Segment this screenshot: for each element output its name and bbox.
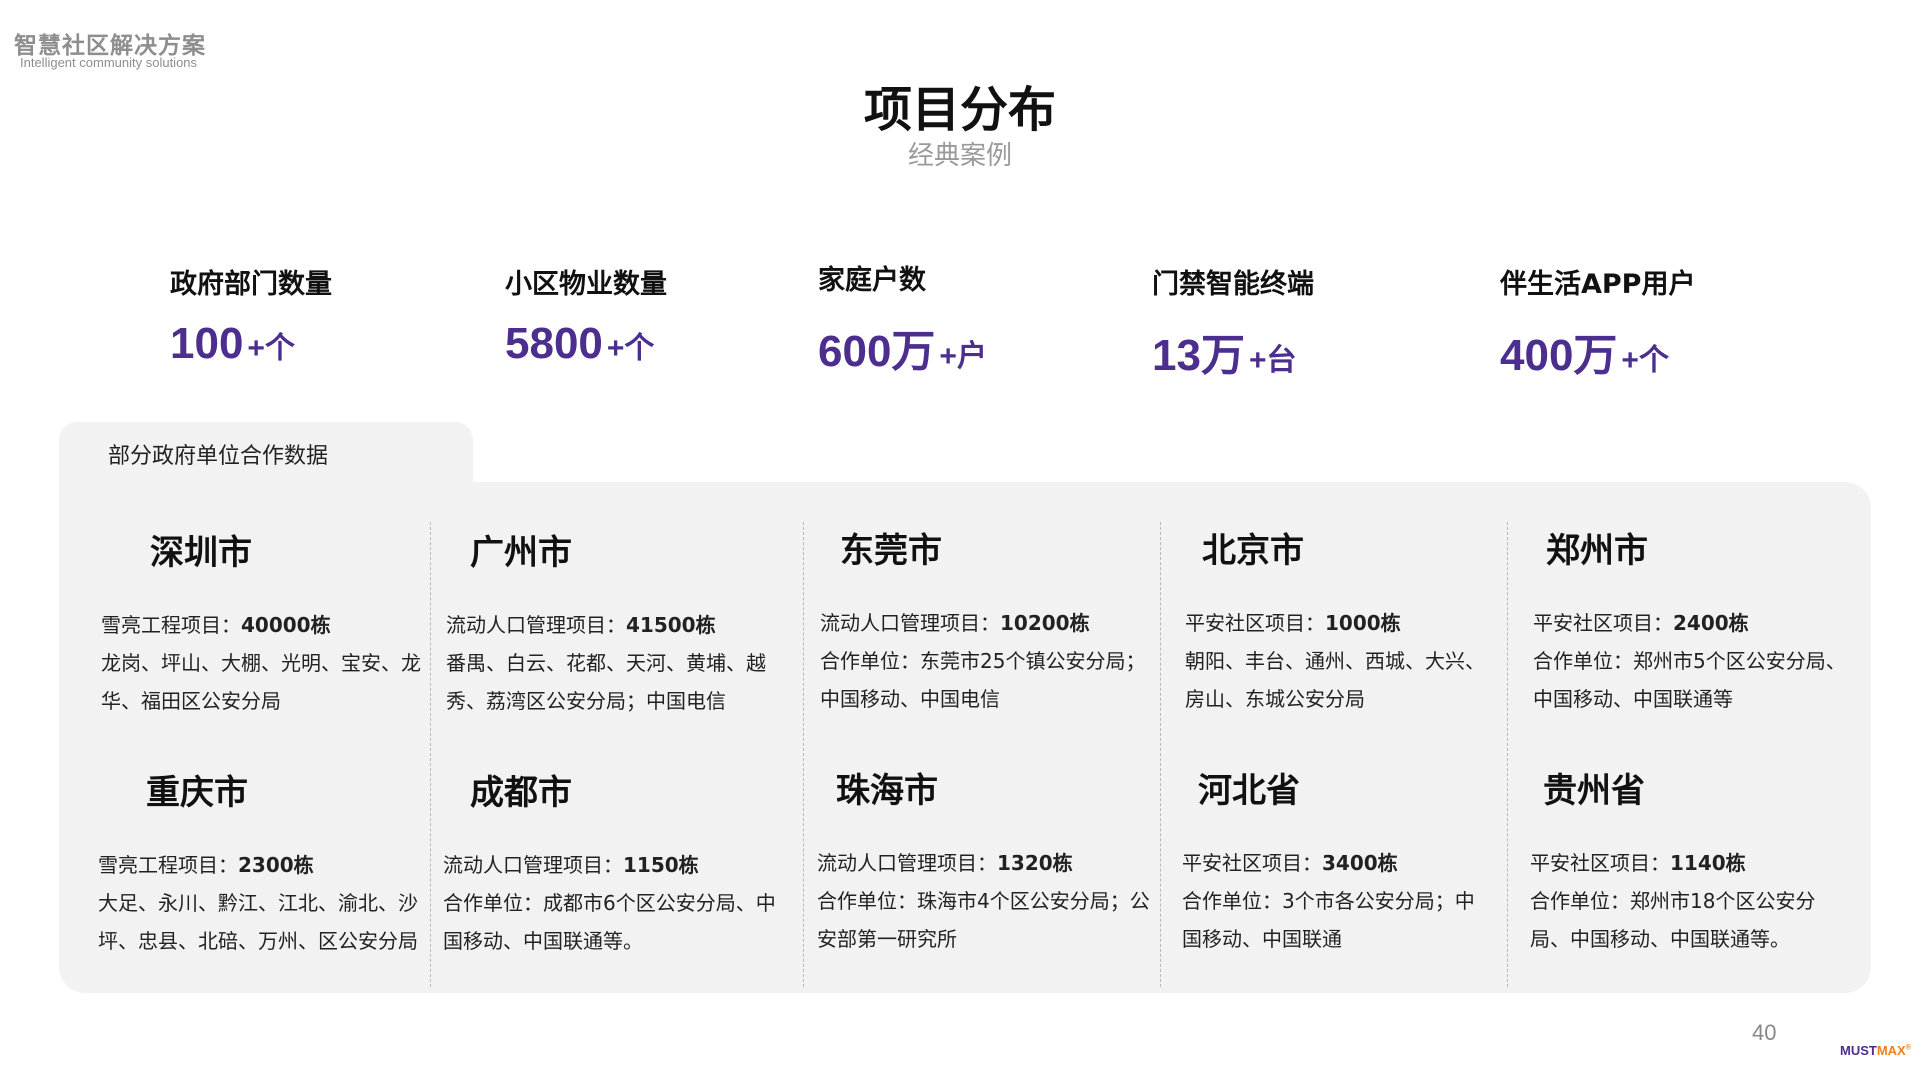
city-description: 合作单位：郑州市18个区公安分局、中国移动、中国联通等。 <box>1530 889 1816 951</box>
project-count: 1000栋 <box>1325 611 1401 635</box>
logo-title: 智慧社区解决方案 <box>14 33 206 59</box>
city-name: 深圳市 <box>150 533 252 573</box>
city-card: 重庆市雪亮工程项目：2300栋大足、永川、黔江、江北、渝北、沙坪、忠县、北碚、万… <box>98 765 418 960</box>
city-card: 深圳市雪亮工程项目：40000栋龙岗、坪山、大棚、光明、宝安、龙华、福田区公安分… <box>101 525 421 720</box>
project-line: 雪亮工程项目：2300栋 <box>98 846 418 884</box>
project-label: 平安社区项目： <box>1530 851 1670 875</box>
panel-tab-label: 部分政府单位合作数据 <box>108 444 329 469</box>
column-divider <box>430 522 431 987</box>
project-line: 流动人口管理项目：10200栋 <box>820 604 1165 642</box>
project-line: 平安社区项目：1140栋 <box>1530 844 1840 882</box>
stat-households: 家庭户数 600万+户 <box>818 258 987 379</box>
panel-tab <box>59 422 473 492</box>
project-count: 1150栋 <box>623 853 699 877</box>
project-line: 平安社区项目：2400栋 <box>1533 604 1853 642</box>
project-label: 流动人口管理项目： <box>817 851 997 875</box>
stat-value: 400万 <box>1500 331 1618 380</box>
city-description: 番禺、白云、花都、天河、黄埔、越秀、荔湾区公安分局；中国电信 <box>446 651 766 713</box>
project-label: 雪亮工程项目： <box>101 613 241 637</box>
column-divider <box>1507 522 1508 987</box>
project-count: 1320栋 <box>997 851 1073 875</box>
city-description: 合作单位：郑州市5个区公安分局、中国移动、中国联通等 <box>1533 649 1846 711</box>
city-name: 珠海市 <box>836 771 938 811</box>
city-description: 合作单位：3个市各公安分局；中国移动、中国联通 <box>1182 889 1475 951</box>
stat-value: 13万 <box>1152 331 1245 380</box>
project-count: 1140栋 <box>1670 851 1746 875</box>
city-card: 河北省平安社区项目：3400栋合作单位：3个市各公安分局；中国移动、中国联通 <box>1182 763 1492 958</box>
city-description: 合作单位：成都市6个区公安分局、中国移动、中国联通等。 <box>443 891 776 953</box>
project-count: 3400栋 <box>1322 851 1398 875</box>
stat-unit: +个 <box>247 332 295 365</box>
column-divider <box>1160 522 1161 987</box>
project-label: 流动人口管理项目： <box>446 613 626 637</box>
project-label: 平安社区项目： <box>1533 611 1673 635</box>
project-count: 2300栋 <box>238 853 314 877</box>
stat-label: 门禁智能终端 <box>1152 269 1314 300</box>
page-subtitle: 经典案例 <box>907 141 1012 171</box>
city-card: 北京市平安社区项目：1000栋朝阳、丰台、通州、西城、大兴、房山、东城公安分局 <box>1185 523 1495 718</box>
city-card: 广州市流动人口管理项目：41500栋番禺、白云、花都、天河、黄埔、越秀、荔湾区公… <box>446 525 791 720</box>
stat-unit: +户 <box>939 340 987 373</box>
city-name: 河北省 <box>1198 771 1300 811</box>
city-description: 合作单位：珠海市4个区公安分局；公安部第一研究所 <box>817 889 1150 951</box>
project-count: 40000栋 <box>241 613 331 637</box>
project-count: 10200栋 <box>1000 611 1090 635</box>
column-divider <box>803 522 804 987</box>
stat-label: 伴生活APP用户 <box>1500 269 1696 300</box>
project-line: 平安社区项目：1000栋 <box>1185 604 1495 642</box>
project-label: 流动人口管理项目： <box>443 853 623 877</box>
city-description: 龙岗、坪山、大棚、光明、宝安、龙华、福田区公安分局 <box>101 651 421 713</box>
project-line: 流动人口管理项目：1320栋 <box>817 844 1162 882</box>
stat-label: 政府部门数量 <box>170 269 332 300</box>
city-name: 广州市 <box>470 533 572 573</box>
city-card: 珠海市流动人口管理项目：1320栋合作单位：珠海市4个区公安分局；公安部第一研究… <box>817 763 1162 958</box>
page-number: 40 <box>1752 1020 1777 1045</box>
stat-terminals: 门禁智能终端 13万+台 <box>1152 262 1314 383</box>
stat-app-users: 伴生活APP用户 400万+个 <box>1500 262 1695 383</box>
project-count: 2400栋 <box>1673 611 1749 635</box>
project-line: 雪亮工程项目：40000栋 <box>101 606 421 644</box>
logo-subtitle: Intelligent community solutions <box>20 55 198 70</box>
project-line: 流动人口管理项目：1150栋 <box>443 846 788 884</box>
city-card: 郑州市平安社区项目：2400栋合作单位：郑州市5个区公安分局、中国移动、中国联通… <box>1533 523 1853 718</box>
city-card: 东莞市流动人口管理项目：10200栋合作单位：东莞市25个镇公安分局；中国移动、… <box>820 523 1165 718</box>
project-line: 流动人口管理项目：41500栋 <box>446 606 791 644</box>
project-label: 流动人口管理项目： <box>820 611 1000 635</box>
project-count: 41500栋 <box>626 613 716 637</box>
project-line: 平安社区项目：3400栋 <box>1182 844 1492 882</box>
city-name: 北京市 <box>1202 531 1304 571</box>
stat-value: 600万 <box>818 327 936 376</box>
stat-property: 小区物业数量 5800+个 <box>505 262 667 369</box>
stat-value: 100 <box>170 319 244 368</box>
city-description: 大足、永川、黔江、江北、渝北、沙坪、忠县、北碚、万州、区公安分局 <box>98 891 418 953</box>
stat-value: 5800 <box>505 319 603 368</box>
stat-label: 家庭户数 <box>818 265 926 296</box>
city-name: 东莞市 <box>840 531 942 571</box>
city-name: 重庆市 <box>146 773 248 813</box>
stat-unit: +个 <box>1621 344 1669 377</box>
city-description: 朝阳、丰台、通州、西城、大兴、房山、东城公安分局 <box>1185 649 1485 711</box>
cooperation-panel <box>59 482 1871 993</box>
project-label: 平安社区项目： <box>1182 851 1322 875</box>
stat-unit: +个 <box>606 332 655 365</box>
page-title: 项目分布 <box>863 82 1056 138</box>
stat-unit: +台 <box>1248 344 1297 377</box>
brand-logo: MUSTMAX® <box>1840 1043 1911 1058</box>
stat-label: 小区物业数量 <box>505 269 667 300</box>
city-card: 成都市流动人口管理项目：1150栋合作单位：成都市6个区公安分局、中国移动、中国… <box>443 765 788 960</box>
project-label: 平安社区项目： <box>1185 611 1325 635</box>
city-name: 郑州市 <box>1546 531 1648 571</box>
city-name: 贵州省 <box>1543 771 1645 811</box>
stat-government: 政府部门数量 100+个 <box>170 262 332 369</box>
city-description: 合作单位：东莞市25个镇公安分局；中国移动、中国电信 <box>820 649 1146 711</box>
city-name: 成都市 <box>470 773 572 813</box>
project-label: 雪亮工程项目： <box>98 853 238 877</box>
city-card: 贵州省平安社区项目：1140栋合作单位：郑州市18个区公安分局、中国移动、中国联… <box>1530 763 1840 958</box>
